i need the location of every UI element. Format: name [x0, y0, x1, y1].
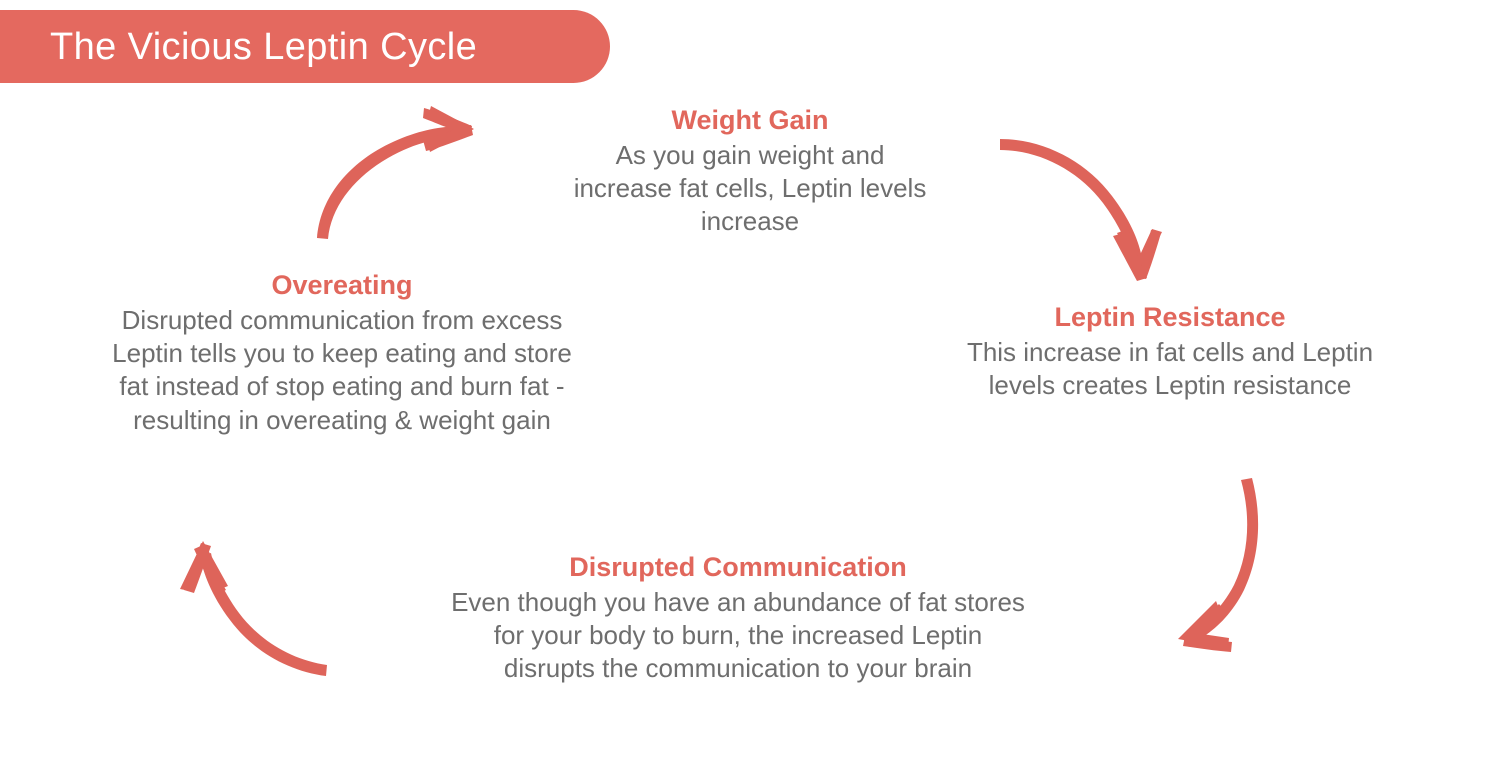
page-title: The Vicious Leptin Cycle	[50, 25, 478, 68]
node-overeating: Overeating Disrupted communication from …	[0, 270, 692, 437]
body-line: Disrupted communication from excess	[121, 304, 563, 335]
node-weight-gain: Weight Gain As you gain weight and incre…	[480, 105, 1020, 239]
body-line: fat instead of stop eating and burn fat …	[119, 371, 565, 402]
node-disrupted-communication-body: Even though you have an abundance of fat…	[318, 586, 1158, 686]
arrow-leptin-resistance-to-disrupted-communication	[1178, 478, 1259, 652]
body-line: This increase in fat cells and Leptin	[966, 336, 1374, 367]
node-overeating-body: Disrupted communication from excess Lept…	[0, 304, 692, 437]
body-line: Leptin tells you to keep eating and stor…	[112, 338, 572, 369]
body-line: increase	[700, 206, 800, 237]
node-disrupted-communication-title: Disrupted Communication	[569, 552, 907, 582]
node-disrupted-communication: Disrupted Communication Even though you …	[318, 552, 1158, 686]
arrow-overeating-to-weight-gain	[317, 106, 474, 239]
body-line: disrupts the communication to your brain	[503, 653, 973, 684]
body-line: levels creates Leptin resistance	[988, 370, 1352, 401]
node-leptin-resistance-body: This increase in fat cells and Leptin le…	[860, 336, 1480, 403]
body-line: for your body to burn, the increased Lep…	[493, 620, 983, 651]
arrow-weight-gain-to-leptin-resistance	[1000, 139, 1162, 281]
body-line: As you gain weight and	[615, 139, 885, 170]
arrow-disrupted-communication-to-overeating	[180, 541, 327, 676]
body-line: increase fat cells, Leptin levels	[573, 173, 927, 204]
node-overeating-title: Overeating	[271, 270, 413, 300]
node-weight-gain-title: Weight Gain	[671, 105, 829, 135]
body-line: resulting in overeating & weight gain	[133, 404, 551, 435]
body-line: Even though you have an abundance of fat…	[451, 586, 1025, 617]
title-banner: The Vicious Leptin Cycle	[0, 10, 610, 83]
node-weight-gain-body: As you gain weight and increase fat cell…	[480, 139, 1020, 239]
node-leptin-resistance-title: Leptin Resistance	[1054, 302, 1286, 332]
node-leptin-resistance: Leptin Resistance This increase in fat c…	[860, 302, 1480, 402]
